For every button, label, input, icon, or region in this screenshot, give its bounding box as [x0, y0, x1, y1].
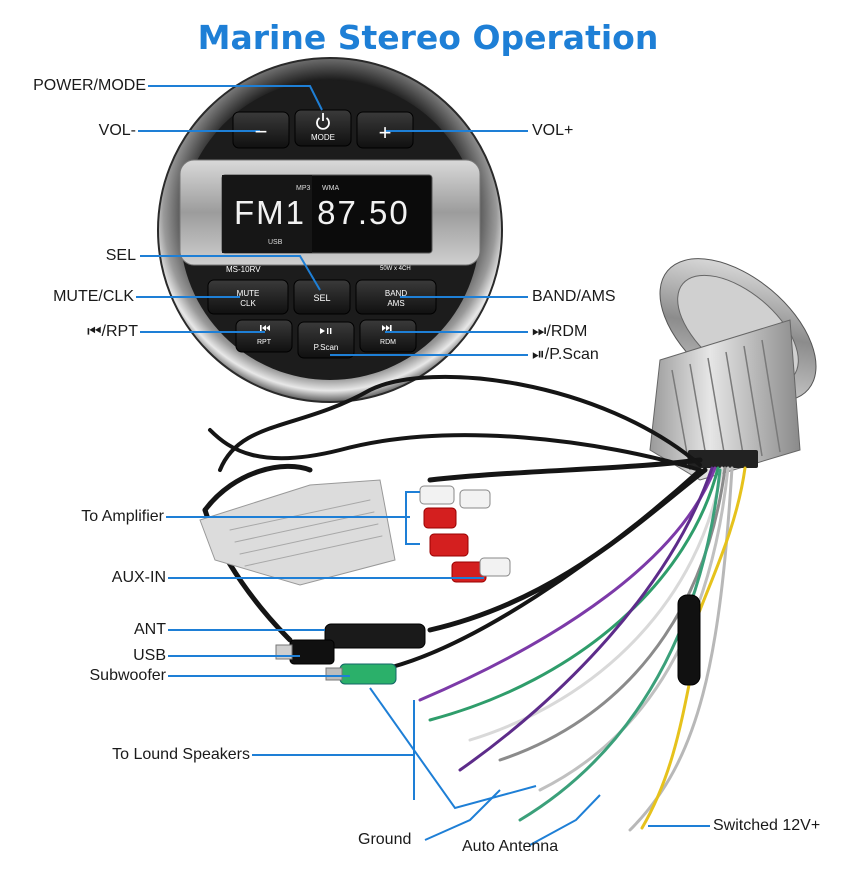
label-subwoofer: Subwoofer: [89, 667, 167, 684]
clk-label: CLK: [240, 299, 256, 308]
power-badge: 50W x 4CH: [380, 266, 411, 272]
label-power-mode: POWER/MODE: [33, 77, 146, 94]
sel-label: SEL: [313, 293, 330, 303]
prev-rpt-button[interactable]: [235, 319, 293, 353]
display-readout: FM1 87.50: [234, 194, 410, 231]
mute-label: MUTE: [237, 289, 260, 298]
device-text: MP3 WMA USB FM1 87.50 MS-10RV 50W x 4CH …: [226, 119, 411, 352]
pscan-label: P.Scan: [314, 343, 339, 352]
label-mute-clk: MUTE/CLK: [53, 288, 134, 305]
label-to-speakers: To Lound Speakers: [112, 746, 250, 763]
wire-harness: [199, 374, 747, 832]
display-usb: USB: [268, 239, 283, 246]
label-sel: SEL: [105, 247, 136, 264]
label-ant: ANT: [134, 621, 166, 638]
vol-plus-label: +: [379, 120, 392, 145]
label-auto-antenna: Auto Antenna: [462, 838, 559, 855]
label-play-pscan: ⏯/P.Scan: [532, 346, 599, 363]
mode-label: MODE: [311, 133, 335, 142]
model-label: MS-10RV: [226, 265, 261, 274]
callout-lines: [136, 85, 710, 846]
diagram-title: Marine Stereo Operation: [197, 18, 659, 57]
vol-minus-label: −: [255, 119, 268, 144]
ams-label: AMS: [387, 299, 404, 308]
label-ground: Ground: [358, 831, 412, 848]
label-aux-in: AUX-IN: [111, 569, 166, 586]
stereo-chassis: [649, 258, 817, 481]
label-vol-minus: VOL-: [98, 122, 136, 139]
next-rdm-button[interactable]: [359, 319, 417, 353]
next-track-icon: [382, 325, 392, 331]
label-band-ams: BAND/AMS: [532, 288, 616, 305]
rdm-label: RDM: [380, 339, 396, 346]
prev-track-icon: [260, 325, 270, 331]
rpt-label: RPT: [257, 339, 272, 346]
label-usb: USB: [133, 647, 166, 664]
play-pause-icon: [320, 328, 332, 334]
stereo-front-panel: [157, 57, 503, 403]
label-vol-plus: VOL+: [532, 122, 574, 139]
display-wma: WMA: [322, 185, 339, 192]
label-prev-rpt: ⏮/RPT: [87, 323, 138, 340]
display-mp3: MP3: [296, 185, 311, 192]
play-pscan-button[interactable]: [297, 321, 355, 359]
label-to-amplifier: To Amplifier: [81, 508, 164, 525]
power-icon: [316, 113, 330, 130]
label-next-rdm: ⏭/RDM: [532, 323, 588, 340]
sel-button[interactable]: [293, 279, 351, 315]
band-label: BAND: [385, 289, 407, 298]
label-switched-12v: Switched 12V+: [713, 817, 821, 834]
